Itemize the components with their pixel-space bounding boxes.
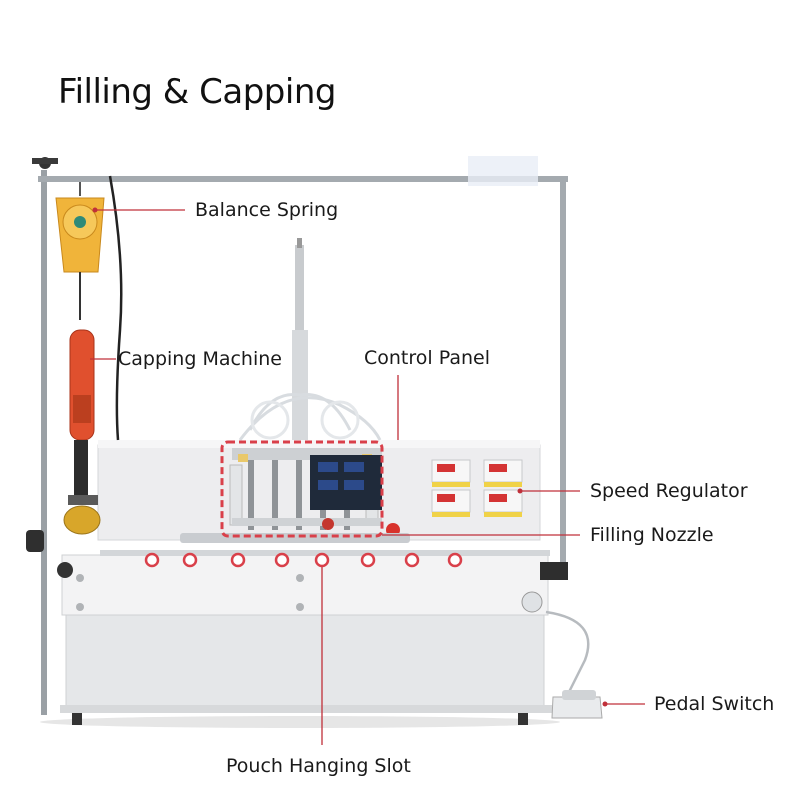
callout-dot-pedal-switch: [602, 701, 608, 707]
filling-pillar: [292, 238, 308, 440]
support-frame: [26, 157, 568, 715]
ground-shadow: [40, 716, 560, 728]
speed-regulator-displays: [431, 459, 523, 517]
acrylic-label: [468, 156, 538, 186]
label-pouch-hanging-slot: Pouch Hanging Slot: [226, 755, 411, 777]
label-filling-nozzle: Filling Nozzle: [590, 524, 714, 546]
pedal-switch-unit: [551, 690, 603, 719]
control-panel-unit: [310, 455, 400, 537]
balance-spring-unit: [55, 182, 105, 320]
pouch-slot-markers: [144, 552, 463, 568]
capping-tool: [63, 329, 101, 535]
callout-dot-balance-spring: [92, 207, 98, 213]
label-balance-spring: Balance Spring: [195, 199, 339, 221]
label-speed-regulator: Speed Regulator: [590, 480, 748, 502]
power-cable: [108, 175, 123, 441]
label-capping-machine: Capping Machine: [118, 348, 282, 370]
callout-dot-speed-regulator: [517, 488, 523, 494]
nozzle-highlight-box: [220, 440, 384, 538]
right-clamp: [57, 562, 568, 613]
pump-tubing: [238, 392, 382, 441]
lower-cabinet: [60, 554, 552, 725]
diagram-title: Filling & Capping: [58, 72, 336, 112]
pedal-cable: [545, 610, 590, 701]
label-control-panel: Control Panel: [364, 347, 490, 369]
label-pedal-switch: Pedal Switch: [654, 693, 775, 715]
